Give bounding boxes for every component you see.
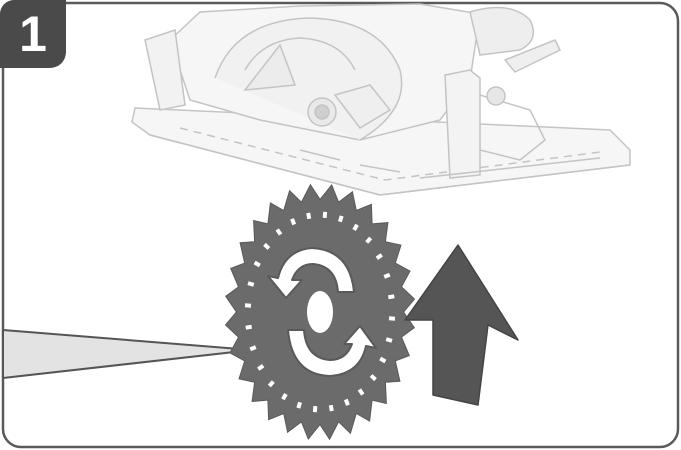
blade-slot xyxy=(388,316,396,321)
blade-arbor-hole xyxy=(307,291,333,333)
blade-slot xyxy=(306,212,312,220)
blade-slot xyxy=(375,253,383,260)
blade-slot xyxy=(281,393,288,401)
blade-slot xyxy=(312,405,318,413)
blade-slot xyxy=(257,364,265,371)
blade-slot xyxy=(352,223,359,231)
blade-slot xyxy=(388,294,395,300)
blade-slot xyxy=(275,228,283,236)
blade-slot xyxy=(267,380,275,388)
blade-slot xyxy=(249,345,257,352)
callout-pointer-icon xyxy=(2,328,253,380)
up-arrow-icon xyxy=(404,244,519,406)
blade-slot xyxy=(296,401,302,409)
circular-saw-icon xyxy=(131,3,631,196)
step-number-badge: 1 xyxy=(0,0,66,68)
blade-slot xyxy=(357,388,365,396)
blade-slot xyxy=(263,242,271,250)
blade-slot xyxy=(369,374,377,382)
blade-slot xyxy=(290,218,297,226)
blade-slot xyxy=(379,356,387,364)
blade-slot xyxy=(338,215,344,223)
rotate-arrows-icon xyxy=(267,247,377,377)
blade-slot xyxy=(383,272,391,279)
saw-blade-icon xyxy=(224,183,416,441)
blade-slot xyxy=(245,324,252,330)
blade-slot xyxy=(244,303,252,308)
blade-slot xyxy=(365,236,373,244)
blade-slot xyxy=(385,337,393,343)
blade-slot xyxy=(247,281,255,287)
blade-slot xyxy=(253,260,261,268)
blade-slot xyxy=(322,211,328,219)
blade-slot xyxy=(343,398,350,406)
blade-slot xyxy=(328,404,334,412)
